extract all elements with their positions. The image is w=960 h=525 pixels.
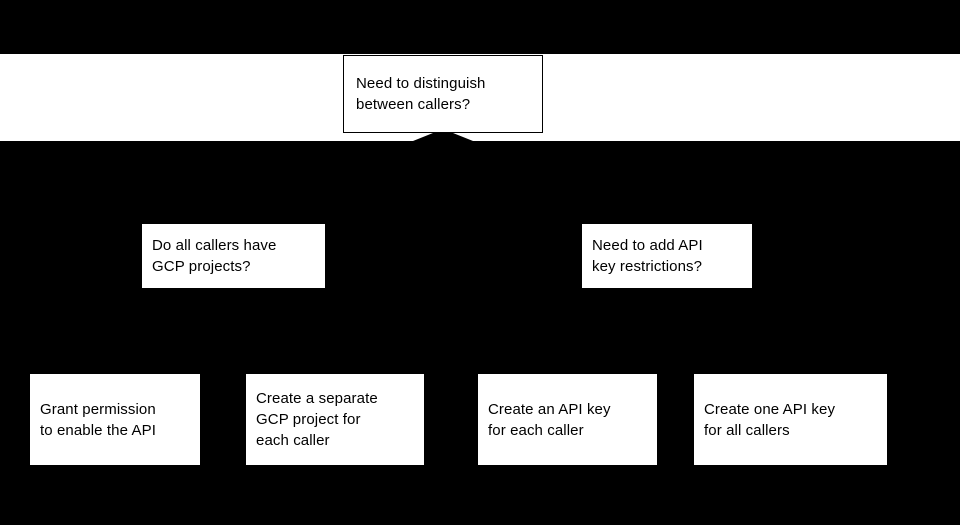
node-label: Create one API key for all callers [704,400,836,439]
node-label: Need to distinguish between callers? [356,75,486,113]
node-label: Create an API key for each caller [488,400,611,439]
node-label: Grant permission to enable the API [40,400,156,439]
node-need-to-distinguish[interactable]: Need to distinguish between callers? [343,55,543,133]
node-label: Create a separate GCP project for each c… [256,390,378,449]
node-label: Do all callers have GCP projects? [152,237,277,275]
node-label: Need to add API key restrictions? [592,237,703,275]
node-create-one-api-key-for-all-callers[interactable]: Create one API key for all callers [694,374,887,465]
node-need-to-add-api-key-restrictions[interactable]: Need to add API key restrictions? [582,224,752,288]
node-create-an-api-key-for-each-caller[interactable]: Create an API key for each caller [478,374,657,465]
node-do-all-callers-have-gcp-projects[interactable]: Do all callers have GCP projects? [142,224,325,288]
node-create-a-separate-gcp-project[interactable]: Create a separate GCP project for each c… [246,374,424,465]
node-grant-permission-to-enable-the-api[interactable]: Grant permission to enable the API [30,374,200,465]
